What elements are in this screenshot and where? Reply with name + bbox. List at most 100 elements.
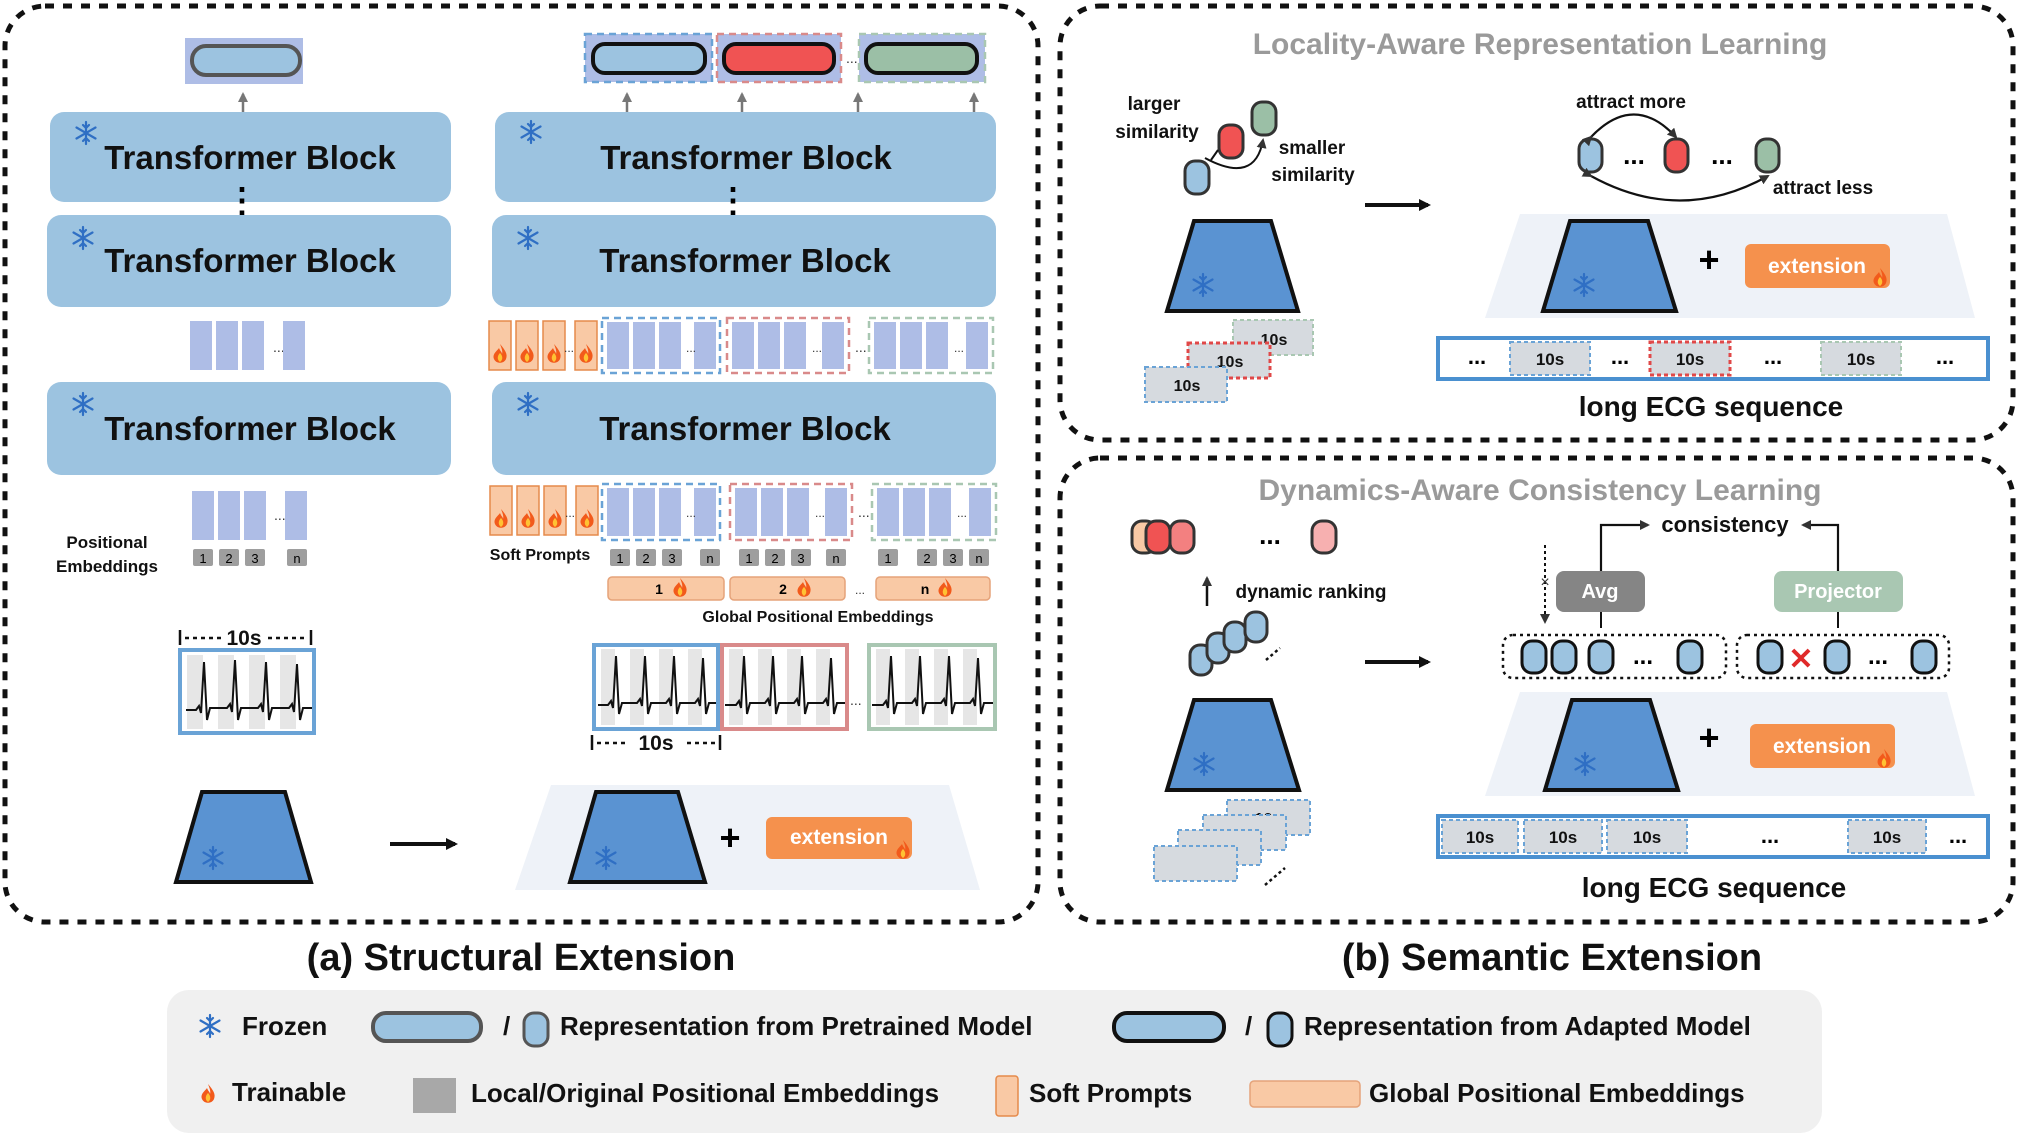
panel-b-bottom-border xyxy=(1057,455,2016,925)
caption-a: (a) Structural Extension xyxy=(307,937,736,979)
svg-text:n: n xyxy=(921,581,930,597)
legend-adapted-short xyxy=(1266,1011,1294,1048)
output-rep-red xyxy=(722,42,836,75)
panel-a-border xyxy=(2,3,1041,925)
svg-text:...: ... xyxy=(846,50,858,66)
token-groups-bottom xyxy=(600,482,998,542)
token-group-bottom: ... xyxy=(192,491,307,540)
svg-text:10s: 10s xyxy=(1536,350,1564,369)
global-pe-row: 1 2 ... n xyxy=(607,576,991,601)
block-label: Transformer Block xyxy=(599,242,891,279)
legend-soft-prompts: Soft Prompts xyxy=(1029,1078,1192,1108)
legend-pretrained: Representation from Pretrained Model xyxy=(560,1011,1032,1041)
svg-text:×: × xyxy=(1540,574,1549,591)
svg-text:...: ... xyxy=(1611,344,1629,369)
encoder-frozen xyxy=(1164,219,1301,313)
svg-text:...: ... xyxy=(815,506,825,520)
block-label: Transformer Block xyxy=(104,410,396,447)
block-label: Transformer Block xyxy=(600,139,892,176)
vertical-ellipsis: ⋮ xyxy=(716,182,750,220)
output-rep-green xyxy=(864,42,979,75)
plus-sign: + xyxy=(1698,717,1719,758)
svg-text:1: 1 xyxy=(745,551,752,566)
svg-text:...: ... xyxy=(1868,643,1888,670)
transformer-block-left-3 xyxy=(47,382,451,475)
long-ecg-sequence-bottom: 10s 10s 10s ... 10s ... xyxy=(1436,814,1990,859)
smaller-similarity-label: smaller xyxy=(1279,138,1346,159)
extension-label: extension xyxy=(790,826,888,849)
encoder-frozen xyxy=(1164,698,1302,792)
dynamics-title: Dynamics-Aware Consistency Learning xyxy=(1259,474,1822,507)
svg-text:n: n xyxy=(706,551,713,566)
svg-text:...: ... xyxy=(1949,823,1967,848)
ecg-waveform xyxy=(598,655,993,715)
svg-text:...: ... xyxy=(1764,344,1782,369)
right-column: ... Transformer Block ⋮ Transformer Bloc… xyxy=(488,32,998,890)
svg-text:...: ... xyxy=(1468,344,1486,369)
pos-index-left: 1 2 3 n xyxy=(193,549,307,566)
svg-text:1: 1 xyxy=(884,551,891,566)
svg-text:...: ... xyxy=(855,583,865,597)
svg-text:...: ... xyxy=(1633,643,1653,670)
extension-label: extension xyxy=(1768,255,1866,278)
svg-text:...: ... xyxy=(1936,344,1954,369)
svg-text:...: ... xyxy=(273,339,285,355)
svg-text:...: ... xyxy=(686,341,696,355)
svg-text:...: ... xyxy=(855,339,867,355)
legend-slash: / xyxy=(1245,1011,1252,1041)
consistency-diagram: × ... ✕ ... xyxy=(1501,520,1951,680)
sequence-label: long ECG sequence xyxy=(1582,872,1847,903)
svg-text:n: n xyxy=(975,551,982,566)
token-group-mid: ... xyxy=(190,321,305,370)
svg-text:...: ... xyxy=(957,506,967,520)
segment-length-label: 10s xyxy=(226,627,261,650)
legend-box xyxy=(167,990,1822,1133)
segment-length-label: 10s xyxy=(638,732,673,755)
soft-prompts-mid xyxy=(488,320,598,371)
extension-module xyxy=(1745,244,1890,288)
attract-less-label: attract less xyxy=(1773,178,1873,199)
svg-text:...: ... xyxy=(812,341,822,355)
larger-similarity-label: similarity xyxy=(1115,122,1199,143)
legend-trainable: Trainable xyxy=(232,1077,346,1107)
legend-local-pe-swatch xyxy=(413,1078,456,1113)
encoder-frozen xyxy=(173,790,314,884)
svg-text:n: n xyxy=(832,551,839,566)
legend-soft-prompts-swatch xyxy=(995,1075,1019,1117)
svg-text:2: 2 xyxy=(779,581,787,597)
avg-module xyxy=(1556,571,1645,612)
legend-pretrained-short xyxy=(522,1011,550,1048)
caption-b: (b) Semantic Extension xyxy=(1342,937,1762,979)
svg-text:2: 2 xyxy=(771,551,778,566)
close-icon: ✕ xyxy=(1788,643,1813,676)
transformer-block-right-1 xyxy=(495,112,996,202)
block-label: Transformer Block xyxy=(599,410,891,447)
transformer-block-left-2 xyxy=(47,215,451,307)
output-rep-blue xyxy=(591,42,707,75)
rep-cluster xyxy=(1188,610,1281,677)
attract-sketch: ... ... xyxy=(1577,113,1781,202)
extension-label: extension xyxy=(1773,735,1871,758)
positional-embeddings-label: Positional xyxy=(66,533,147,552)
consistency-label: consistency xyxy=(1661,512,1789,537)
avg-label: Avg xyxy=(1581,581,1618,603)
svg-text:...: ... xyxy=(1761,823,1779,848)
projector-module xyxy=(1774,571,1903,612)
svg-text:3: 3 xyxy=(251,551,258,566)
legend-frozen: Frozen xyxy=(242,1011,327,1041)
legend-pretrained-long xyxy=(371,1011,483,1043)
plus-sign: + xyxy=(1698,239,1719,280)
soft-prompts-bottom xyxy=(489,485,599,536)
projector-label: Projector xyxy=(1794,581,1882,603)
svg-text:...: ... xyxy=(858,504,870,520)
svg-text:2: 2 xyxy=(642,551,649,566)
soft-prompts-label: Soft Prompts xyxy=(490,547,591,564)
svg-text:...: ... xyxy=(565,506,575,520)
pos-index-right: 1 2 3 n 1 2 3 n 1 2 3 n xyxy=(610,549,989,566)
legend-adapted-long xyxy=(1112,1011,1226,1043)
extension-module xyxy=(766,817,912,859)
svg-text:10s: 10s xyxy=(1873,828,1901,847)
svg-text:3: 3 xyxy=(668,551,675,566)
svg-text:...: ... xyxy=(274,507,286,523)
ecg-waveform xyxy=(186,659,312,721)
